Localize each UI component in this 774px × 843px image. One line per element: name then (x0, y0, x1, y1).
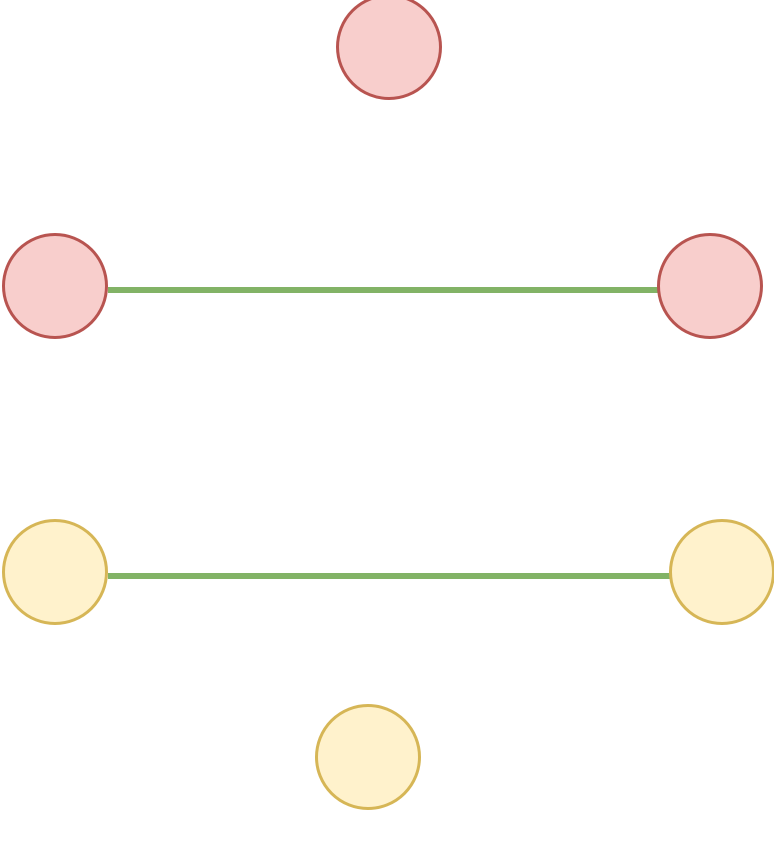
node-red-right[interactable] (657, 233, 763, 339)
node-yellow-bottom[interactable] (315, 704, 421, 810)
node-yellow-left[interactable] (2, 519, 108, 625)
node-yellow-right[interactable] (669, 519, 774, 625)
nodes-layer (2, 0, 774, 810)
node-red-left[interactable] (2, 233, 108, 339)
edges-layer (108, 287, 671, 579)
node-red-top[interactable] (336, 0, 442, 100)
